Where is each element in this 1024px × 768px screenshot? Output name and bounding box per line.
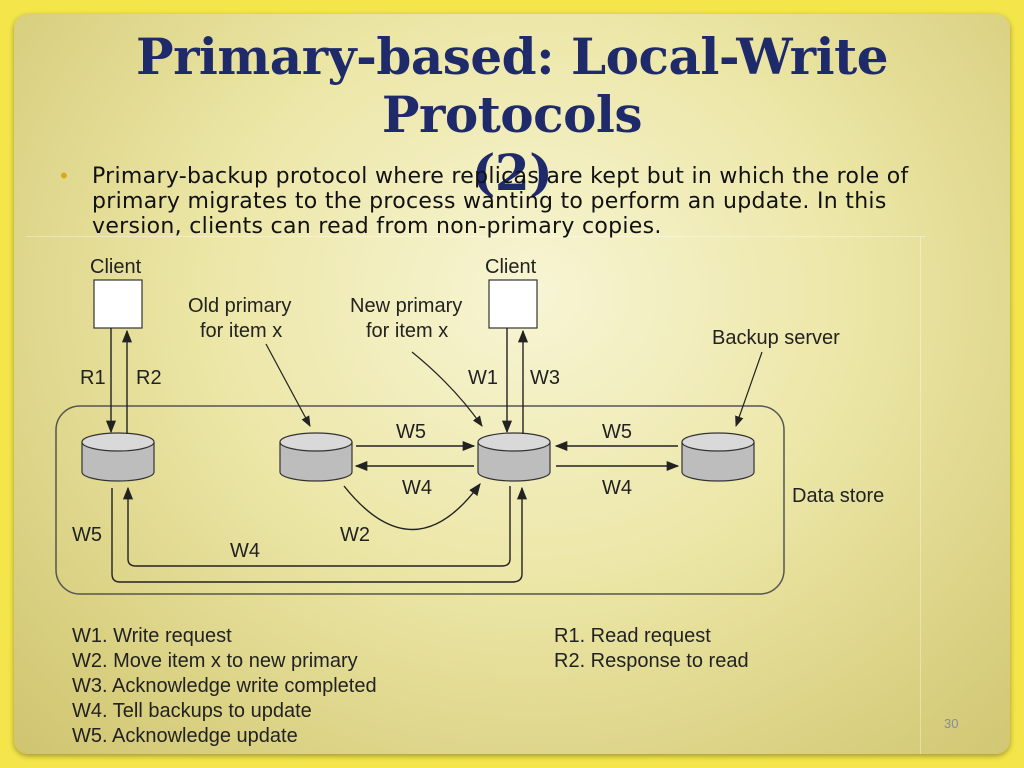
data-store-boundary	[55, 405, 785, 595]
legend-item: W3. Acknowledge write completed	[72, 675, 377, 697]
label-data-store: Data store	[792, 485, 884, 507]
bullet-item: • Primary-backup protocol where replicas…	[58, 164, 958, 239]
label-old-primary-1: Old primary	[188, 295, 291, 317]
legend-item: R2. Response to read	[554, 650, 749, 672]
disk-new-primary	[477, 432, 551, 482]
label-w5-mid: W5	[396, 421, 426, 443]
bullet-marker: •	[58, 164, 71, 188]
legend-item: W1. Write request	[72, 625, 232, 647]
label-r1: R1	[80, 367, 106, 389]
arrow-w5-bottom	[111, 486, 528, 583]
client-box-right	[488, 279, 538, 329]
label-w4-bottom: W4	[230, 540, 260, 562]
label-r2: R2	[136, 367, 162, 389]
bullet-text: Primary-backup protocol where replicas a…	[92, 164, 909, 239]
arrow-w2	[343, 482, 481, 531]
label-w4-right: W4	[602, 477, 632, 499]
disk-backup	[681, 432, 755, 482]
title-line-2: (2)	[471, 143, 553, 202]
label-w3: W3	[530, 367, 560, 389]
label-w5-right: W5	[602, 421, 632, 443]
slide-number: 30	[944, 716, 959, 731]
label-w1: W1	[468, 367, 498, 389]
client-box-left	[93, 279, 143, 329]
label-w2: W2	[340, 524, 370, 546]
title-line-1: Primary-based: Local-Write Protocols	[135, 27, 889, 144]
slide: Primary-based: Local-Write Protocols (2)…	[14, 14, 1010, 754]
decorative-gridline	[920, 236, 921, 754]
legend-read-steps: R1. Read request R2. Response to read	[554, 624, 749, 674]
decorative-gridline	[26, 236, 926, 237]
disk-old-primary	[279, 432, 353, 482]
legend-item: W5. Acknowledge update	[72, 725, 298, 747]
arrow-w4-bottom	[122, 486, 511, 567]
legend-item: W2. Move item x to new primary	[72, 650, 358, 672]
label-backup-server: Backup server	[712, 327, 840, 349]
legend-item: W4. Tell backups to update	[72, 700, 312, 722]
pointer-new-primary	[411, 351, 483, 427]
legend-item: R1. Read request	[554, 625, 711, 647]
replication-diagram: Client Client Old primary for item x New…	[55, 256, 884, 595]
label-new-primary-2: for item x	[366, 320, 448, 342]
disk-left	[81, 432, 155, 482]
label-old-primary-2: for item x	[200, 320, 282, 342]
page-title: Primary-based: Local-Write Protocols (2)	[14, 28, 1010, 202]
label-client-left: Client	[90, 256, 142, 278]
label-client-right: Client	[485, 256, 537, 278]
label-new-primary-1: New primary	[350, 295, 462, 317]
label-w5-bottom: W5	[72, 524, 102, 546]
label-w4-mid: W4	[402, 477, 432, 499]
legend-write-steps: W1. Write request W2. Move item x to new…	[72, 624, 377, 749]
pointer-old-primary	[265, 343, 311, 427]
pointer-backup-server	[735, 351, 763, 428]
